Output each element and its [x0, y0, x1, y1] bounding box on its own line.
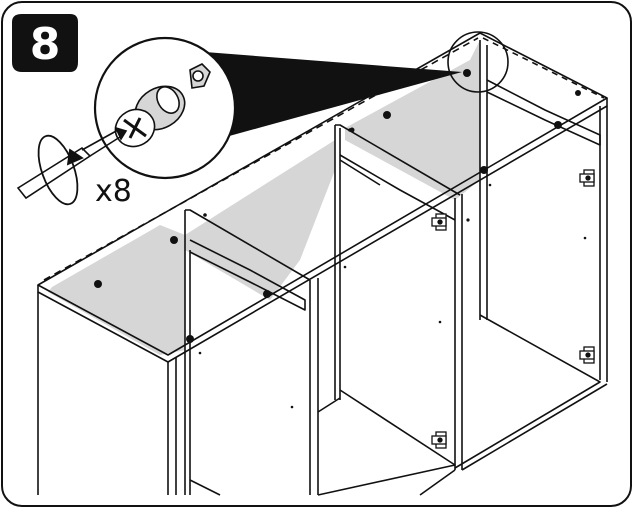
- hinge-plates: [431, 169, 595, 449]
- bottom-right: [454, 314, 601, 469]
- rail-right-2: [339, 159, 381, 186]
- bottom-mid-back: [317, 397, 341, 413]
- callout-target-circle: [447, 31, 509, 93]
- bottom-left: [189, 479, 221, 496]
- quantity-label: x8: [95, 174, 132, 209]
- cam-lock-positions: [94, 69, 581, 343]
- top-side-dashes: [482, 37, 605, 99]
- cabinet-carcass: [37, 32, 608, 496]
- step-badge-background: [12, 14, 78, 72]
- hinge-icon: [579, 346, 595, 364]
- magnifier: [93, 36, 237, 180]
- bottom-right-edge: [461, 383, 608, 471]
- divider-2-top: [335, 124, 461, 196]
- rail-right: [486, 79, 601, 146]
- bottom-mid: [317, 389, 456, 496]
- cam-lock-icon: [114, 63, 211, 148]
- back-shade-mid-top: [185, 140, 335, 300]
- back-shade-left: [48, 225, 185, 355]
- rotate-clockwise-icon: [37, 134, 84, 206]
- bottom-right-front: [419, 469, 456, 496]
- shelf-pin-holes: [198, 128, 587, 409]
- hinge-icon: [431, 431, 447, 449]
- step-number: 8: [30, 19, 61, 70]
- rail-left: [189, 239, 306, 311]
- divider-1-top: [185, 209, 311, 281]
- step-badge: 8: [12, 14, 78, 72]
- rail-mid: [339, 154, 456, 221]
- hinge-icon: [579, 169, 595, 187]
- callout-wedge: [205, 52, 462, 138]
- hinge-icon: [431, 213, 447, 231]
- back-shade-right-top: [345, 40, 480, 200]
